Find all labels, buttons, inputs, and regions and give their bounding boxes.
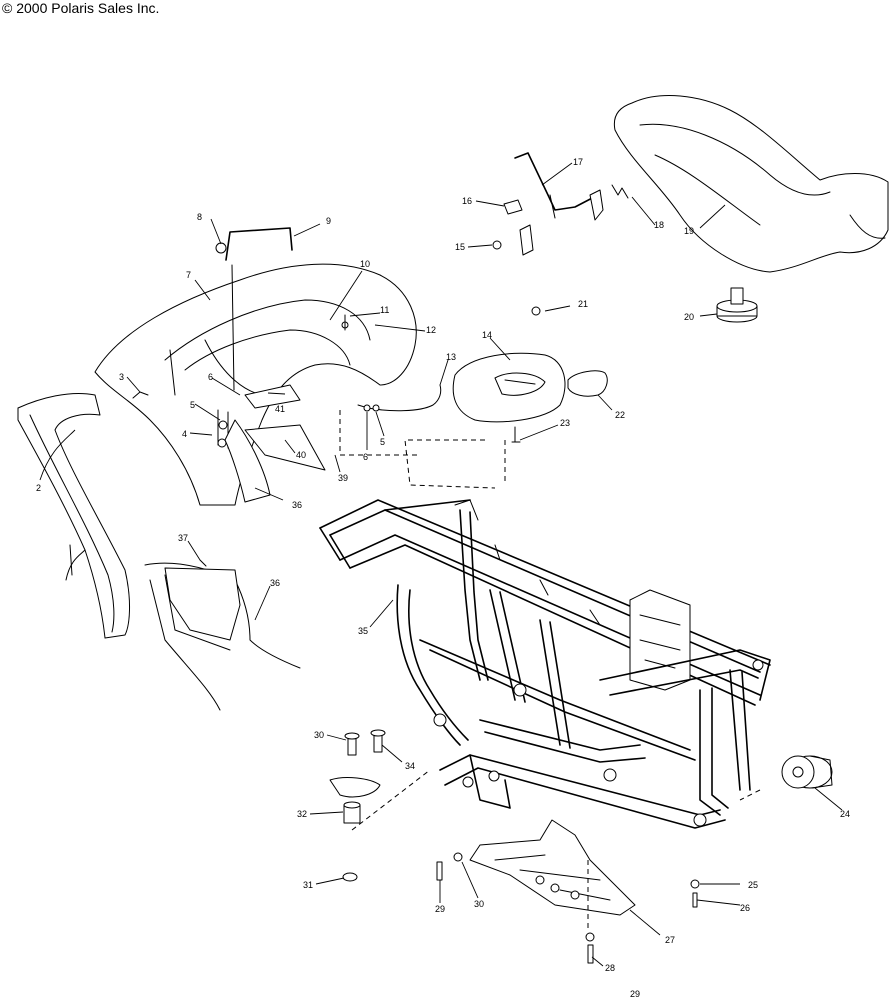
callout-26: 26 (740, 903, 750, 913)
leader-lines (39, 162, 843, 967)
callout-13: 13 (446, 352, 456, 362)
callout-30: 30 (314, 730, 324, 740)
callout-3: 3 (119, 372, 124, 382)
callout-36: 36 (292, 500, 302, 510)
engine-mount-parts (329, 729, 386, 882)
rear-fender-part (94, 263, 417, 506)
callout-12: 12 (426, 325, 436, 335)
callout-11: 11 (380, 305, 389, 315)
fastener-parts (436, 852, 700, 964)
callout-22: 22 (615, 410, 625, 420)
seat-latch-parts (492, 152, 629, 256)
callout-23: 23 (560, 418, 570, 428)
main-frame-part (319, 499, 771, 829)
callout-29: 29 (630, 989, 640, 999)
callout-17: 17 (573, 157, 583, 167)
callout-20: 20 (684, 312, 694, 322)
callout-4: 4 (182, 429, 187, 439)
fender-bracket-parts (217, 384, 326, 471)
seat-bumper-part (716, 287, 758, 323)
callout-7: 7 (186, 270, 191, 280)
callout-37: 37 (178, 533, 188, 543)
callout-10: 10 (360, 259, 370, 269)
skid-plate-part (469, 819, 636, 916)
callout-35: 35 (358, 626, 368, 636)
callout-5: 5 (190, 400, 195, 410)
callout-6: 6 (363, 452, 368, 462)
callout-18: 18 (654, 220, 664, 230)
canister-part (781, 755, 833, 789)
callout-32: 32 (297, 809, 307, 819)
callout-21: 21 (578, 299, 588, 309)
callout-5: 5 (380, 437, 385, 447)
callout-28: 28 (605, 963, 615, 973)
callout-labels: 2 3 4 5 5 6 6 7 8 9 10 11 12 13 14 15 16… (36, 157, 850, 999)
callout-39: 39 (338, 473, 348, 483)
footwell-part (17, 392, 131, 639)
callout-8: 8 (197, 212, 202, 222)
callout-6: 6 (208, 372, 213, 382)
callout-30: 30 (474, 899, 484, 909)
callout-41: 41 (275, 404, 285, 414)
seat-part (613, 95, 889, 273)
callout-31: 31 (303, 880, 313, 890)
lower-fender-panel-part (224, 419, 271, 503)
callout-34: 34 (405, 761, 415, 771)
callout-16: 16 (462, 196, 472, 206)
callout-27: 27 (665, 935, 675, 945)
callout-9: 9 (326, 216, 331, 226)
callout-29: 29 (435, 904, 445, 914)
callout-24: 24 (840, 809, 850, 819)
callout-25: 25 (748, 880, 758, 890)
callout-15: 15 (455, 242, 465, 252)
callout-36: 36 (270, 578, 280, 588)
footrest-panel-part (144, 559, 301, 711)
copyright-notice: © 2000 Polaris Sales Inc. (2, 0, 160, 16)
callout-2: 2 (36, 483, 41, 493)
storage-cover-part (452, 306, 608, 443)
callout-14: 14 (482, 330, 492, 340)
callout-40: 40 (296, 450, 306, 460)
callout-19: 19 (684, 226, 694, 236)
